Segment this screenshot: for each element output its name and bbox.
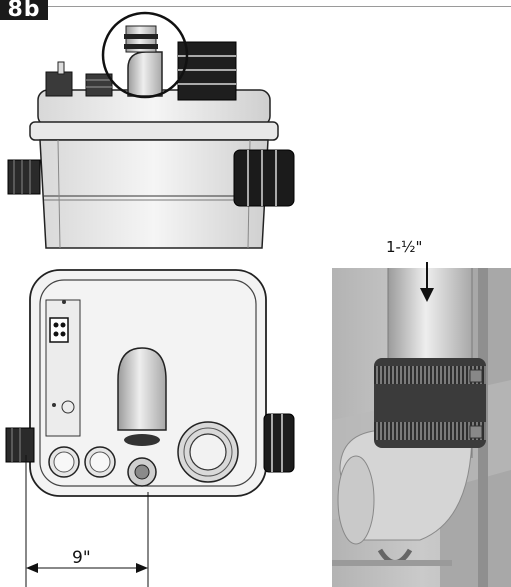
- step-badge: 8b: [0, 0, 48, 21]
- dimension-9in: [25, 455, 149, 587]
- side-view-unit: [7, 11, 295, 249]
- top-view-unit: [5, 269, 295, 497]
- pipe-clamp-photo: [332, 262, 511, 587]
- pipe-size-label: 1-½": [386, 238, 423, 256]
- dimension-label: 9": [72, 548, 91, 568]
- header-rule: [48, 6, 511, 7]
